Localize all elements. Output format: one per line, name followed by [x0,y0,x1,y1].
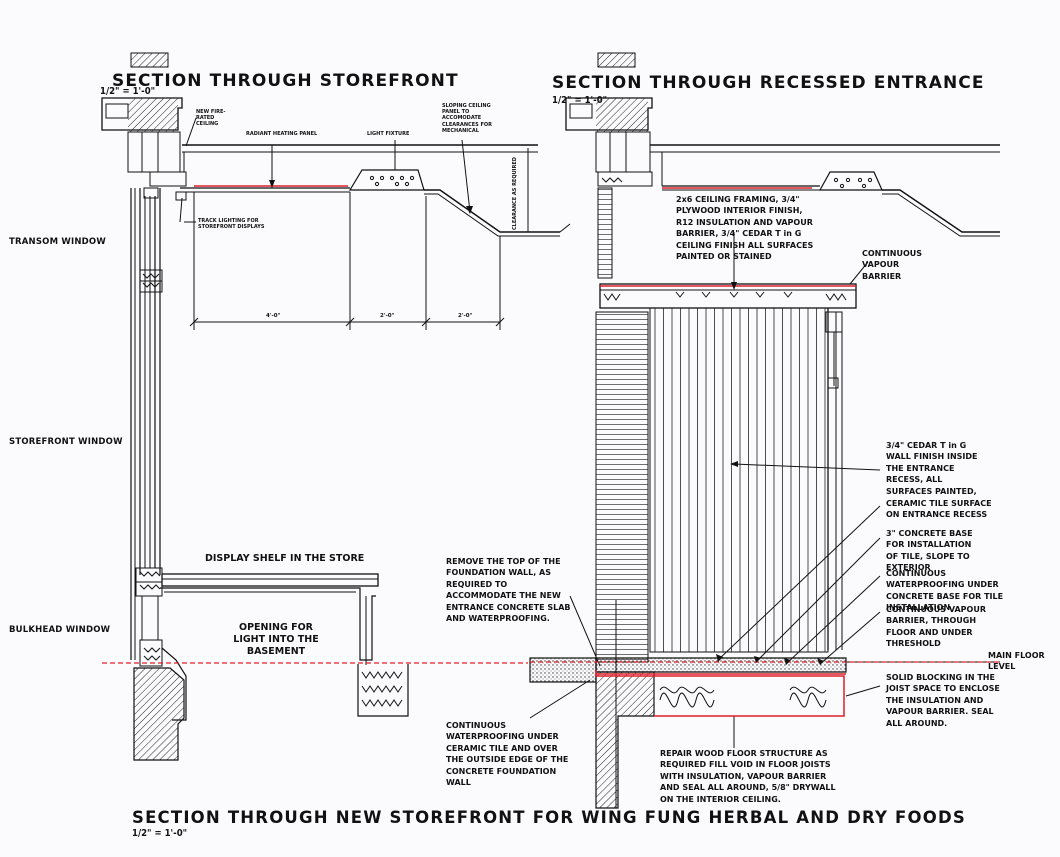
label-bulkhead-window: BULKHEAD WINDOW [9,625,111,635]
note-main-floor-level: MAIN FLOOR LEVEL [988,651,1045,672]
callout-light-fixture: LIGHT FIXTURE [367,131,410,137]
vapour-barrier-red [595,187,856,717]
sheet-title: SECTION THROUGH NEW STOREFRONT FOR WING … [132,808,966,827]
label-transom-window: TRANSOM WINDOW [9,237,106,247]
dimension-4ft: 4'-0" [266,313,281,319]
note-cedar-wall: 3/4" CEDAR T in G WALL FINISH INSIDE THE… [886,441,978,496]
callout-sloping-ceiling: SLOPING CEILING PANEL TO ACCOMODATE CLEA… [442,103,492,134]
callout-fire-rated-ceiling: NEW FIRE-RATED CEILING [196,109,226,128]
left-section-title: SECTION THROUGH STOREFRONT [112,71,459,91]
left-parapet-hatch [130,52,169,68]
dimension-2ft-b: 2'-0" [458,313,473,319]
note-solid-blocking: SOLID BLOCKING IN THE JOIST SPACE TO ENC… [886,673,1000,728]
note-vapour-barrier-floor: CONTINUOUS VAPOUR BARRIER, THROUGH FLOOR… [886,605,986,649]
right-section-title: SECTION THROUGH RECESSED ENTRANCE [552,73,985,93]
note-ceramic-tile: CERAMIC TILE SURFACE ON ENTRANCE RECESS [886,499,992,520]
note-waterproofing-base: CONTINUOUS WATERPROOFING UNDER CONCRETE … [886,569,1004,613]
callout-track-lighting: TRACK LIGHTING FOR STOREFRONT DISPLAYS [198,218,265,231]
note-remove-foundation: REMOVE THE TOP OF THE FOUNDATION WALL, A… [446,557,571,624]
note-ceiling-framing: 2x6 CEILING FRAMING, 3/4" PLYWOOD INTERI… [676,195,814,262]
right-section-linework [529,52,1000,809]
label-display-shelf: DISPLAY SHELF IN THE STORE [205,553,365,564]
dimension-2ft-a: 2'-0" [380,313,395,319]
note-waterproofing-tile: CONTINUOUS WATERPROOFING UNDER CERAMIC T… [446,721,569,788]
right-parapet-hatch [597,52,636,68]
left-section-scale: 1/2" = 1'-0" [100,86,156,97]
note-concrete-base: 3" CONCRETE BASE FOR INSTALLATION OF TIL… [886,529,973,573]
note-repair-floor: REPAIR WOOD FLOOR STRUCTURE AS REQUIRED … [660,749,836,804]
label-storefront-window: STOREFRONT WINDOW [9,437,123,447]
callout-clearance: CLEARANCE AS REQUIRED [512,157,518,230]
right-section-scale: 1/2" = 1'-0" [552,95,608,106]
callout-radiant-panel: RADIANT HEATING PANEL [246,131,318,137]
left-section-linework [101,52,571,761]
label-opening-light: OPENING FOR LIGHT INTO THE BASEMENT [233,622,319,657]
sheet-scale: 1/2" = 1'-0" [132,828,188,839]
note-continuous-vapour-barrier: CONTINUOUS VAPOUR BARRIER [862,249,923,281]
